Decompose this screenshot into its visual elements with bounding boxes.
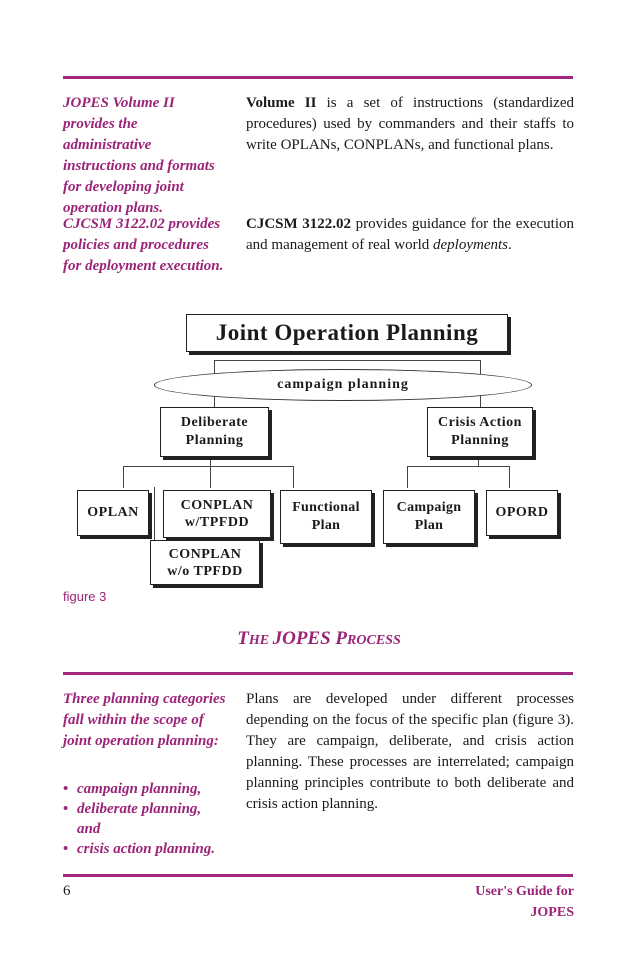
planning-bullets: • campaign planning, • deliberate planning… <box>63 779 228 859</box>
bullet-item: • deliberate planning, and <box>63 799 228 839</box>
campaign-line-1: Campaign <box>396 500 462 515</box>
campaign-planning-ellipse: campaign planning <box>154 369 532 401</box>
opord-label: OPORD <box>495 505 549 520</box>
section-title-p: P <box>330 628 348 649</box>
section-title-he: HE <box>248 633 273 648</box>
section-title: THE JOPES PROCESS <box>0 628 638 650</box>
footer-title-line-2: JOPES <box>530 905 574 920</box>
joint-operation-planning-box: Joint Operation Planning <box>186 314 508 352</box>
figure-label: figure 3 <box>63 589 107 604</box>
connector-line <box>407 466 408 488</box>
bullet-item: • crisis action planning. <box>63 839 228 859</box>
cjcsm-text: provides guidance for the execution and … <box>246 216 574 253</box>
section-rule <box>63 672 573 675</box>
crisis-line-2: Planning <box>451 433 509 448</box>
section-title-t: T <box>237 628 249 649</box>
bullet-item: • campaign planning, <box>63 779 228 799</box>
cjcsm-italic: deployments <box>433 237 508 253</box>
footer-rule <box>63 874 573 877</box>
oplan-label: OPLAN <box>87 505 139 520</box>
conplan-w-line-1: CONPLAN <box>180 498 254 513</box>
functional-line-2: Plan <box>311 518 341 533</box>
sidenote-volume-ii: JOPES Volume II provides the administrat… <box>63 95 215 216</box>
conplan-wo-line-2: w/o TPFDD <box>167 563 243 579</box>
oplan-box: OPLAN <box>77 490 149 536</box>
functional-plan-box: Functional Plan <box>280 490 372 544</box>
paragraph-process: Plans are developed under different proc… <box>246 691 574 812</box>
connector-line <box>407 466 510 467</box>
connector-line <box>154 487 155 543</box>
connector-line <box>214 360 481 361</box>
paragraph-cjcsm: CJCSM 3122.02 provides guidance for the … <box>246 214 574 256</box>
opord-box: OPORD <box>486 490 558 536</box>
top-rule <box>63 76 573 79</box>
connector-line <box>293 466 294 488</box>
crisis-action-planning-box: Crisis Action Planning <box>427 407 533 457</box>
section-title-jopes: JOPES <box>272 628 331 649</box>
connector-line <box>123 466 124 488</box>
deliberate-line-2: Planning <box>185 433 244 448</box>
volume-ii-text: is a set of instructions (standardized p… <box>246 95 574 153</box>
volume-ii-bold: Volume II <box>246 95 317 111</box>
conplan-wo-line-1: CONPLAN <box>168 546 242 562</box>
joint-operation-planning-label: Joint Operation Planning <box>215 320 479 345</box>
section-title-rocess: ROCESS <box>347 633 401 648</box>
deliberate-line-1: Deliberate <box>180 415 249 430</box>
footer-title-line-1: User's Guide for <box>475 884 574 899</box>
bullet-dot: • <box>63 841 69 857</box>
connector-line <box>123 466 294 467</box>
campaign-line-2: Plan <box>414 518 444 533</box>
bullet-text: campaign planning, <box>77 781 202 797</box>
connector-line <box>478 457 479 467</box>
bullet-text: deliberate planning, and <box>77 801 202 837</box>
cjcsm-bold: CJCSM 3122.02 <box>246 216 352 232</box>
bullet-dot: • <box>63 801 69 817</box>
crisis-line-1: Crisis Action <box>438 415 522 430</box>
conplan-w-line-2: w/TPFDD <box>184 515 250 530</box>
footer-title: User's Guide for JOPES <box>475 881 574 923</box>
page-number: 6 <box>63 883 71 899</box>
connector-line <box>509 466 510 488</box>
campaign-planning-label: campaign planning <box>277 377 409 392</box>
connector-line <box>210 457 211 488</box>
conplan-with-tpfdd-box: CONPLAN w/TPFDD <box>163 490 271 538</box>
paragraph-volume-ii: Volume II is a set of instructions (stan… <box>246 93 574 156</box>
deliberate-planning-box: Deliberate Planning <box>160 407 269 457</box>
sidenote-three-categories: Three planning categories fall within th… <box>63 691 226 749</box>
sidenote-cjcsm: CJCSM 3122.02 provides policies and proc… <box>63 216 224 274</box>
conplan-without-tpfdd-box: CONPLAN w/o TPFDD <box>150 540 260 585</box>
bullet-dot: • <box>63 781 69 797</box>
cjcsm-end: . <box>508 237 512 253</box>
bullet-text: crisis action planning. <box>77 841 215 857</box>
campaign-plan-box: Campaign Plan <box>383 490 475 544</box>
functional-line-1: Functional <box>292 500 360 515</box>
